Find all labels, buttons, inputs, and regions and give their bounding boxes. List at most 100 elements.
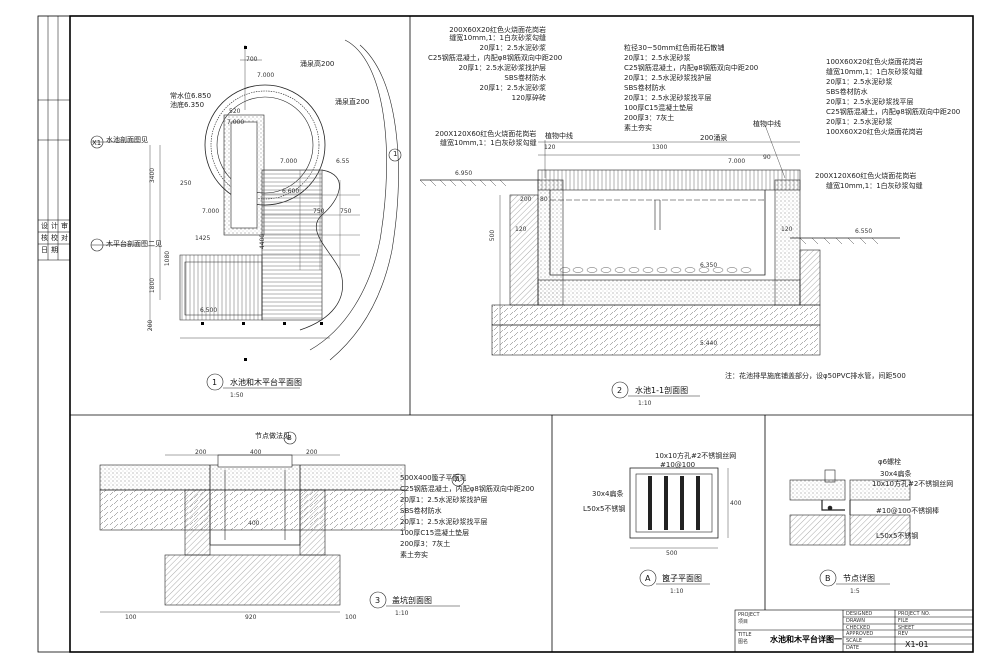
detail-scale: 1:5	[850, 588, 860, 595]
note-line: 20厚1：2.5水泥砂浆	[826, 78, 893, 86]
detail-note: φ6螺栓	[878, 458, 902, 466]
plan-ref-num: 1	[393, 150, 398, 158]
drain-title-num: 3	[375, 596, 381, 605]
tb-small: FILE	[898, 618, 909, 624]
detail-title: 节点详图	[843, 574, 875, 583]
section-left-note2: 200X120X60红色火烧面花岗岩	[435, 130, 537, 138]
detail-note: #10@100不锈钢棒	[876, 507, 940, 515]
note-line: SBS卷材防水	[400, 507, 442, 515]
plan-title: 水池和木平台平面图	[230, 378, 302, 387]
grate-title: 篦子平面图	[662, 574, 702, 583]
plan-section-b-ref: 木平台剖面图二见	[106, 240, 162, 248]
plan-dim: 200	[147, 319, 155, 332]
section-title: 水池1-1剖面图	[635, 386, 689, 395]
section-dim: 90	[763, 154, 771, 161]
plan-elev: 7.000	[202, 208, 220, 215]
sidebar-cell: 审	[61, 222, 68, 230]
section-plant-line2: 植物中线	[753, 120, 781, 128]
note-line: 20厚1：2.5水泥砂浆找护层	[458, 64, 547, 72]
plan-water-level: 常水位6.850	[170, 92, 212, 100]
grate-dim-w: 500	[666, 550, 678, 557]
plan-dim: 6,500	[200, 307, 218, 314]
tb-small: CHECKED	[846, 625, 871, 631]
note-line: 粒径30~50mm红色雨花石散铺	[624, 44, 725, 52]
sidebar-cell: 计	[51, 222, 58, 230]
section-note: 注：花池排旱施底铺盖部分，设φ50PVC排水管，间距500	[725, 372, 906, 380]
note-line: 20厚1：2.5水泥砂浆	[826, 118, 893, 126]
plan-dim: 3400	[149, 167, 157, 184]
tb-small: APPROVED	[846, 631, 874, 637]
grate-dim-h: 400	[730, 500, 742, 507]
section-dim: 1300	[652, 144, 668, 151]
note-line: SBS卷材防水	[624, 84, 666, 92]
sidebar-cell: 设	[41, 222, 48, 230]
section-elev: 5.440	[700, 340, 718, 347]
section-spray: 200涌泉	[700, 134, 728, 142]
drain-dim: 920	[245, 614, 257, 621]
tb-title-label: TITLE	[738, 632, 752, 638]
section-elev: 6.950	[455, 170, 473, 177]
section-left-notes: 200X60X20红色火烧面花岗岩 缝宽10mm,1：1白灰砂浆勾缝 20厚1：…	[428, 26, 563, 102]
note-line: C25钢筋混凝土，内配φ8钢筋双向中距200	[428, 54, 563, 62]
tb-drawing-title: 水池和木平台详图一	[770, 635, 842, 644]
plan-pool-bottom: 池底6.350	[170, 101, 205, 109]
note-line: 缝宽10mm,1：1白灰砂浆勾缝	[449, 34, 546, 42]
sidebar-cell: 核	[41, 234, 48, 242]
note-line: 100厚C15混凝土垫层	[400, 529, 470, 537]
note-line: 500X400篦子平面见	[400, 474, 467, 482]
node-detail-view	[789, 469, 911, 587]
note-line: 100X60X20红色火烧面花岗岩	[826, 128, 923, 136]
note-line: 缝宽10mm,1：1白灰砂浆勾缝	[826, 68, 923, 76]
grate-title-num: A	[645, 574, 651, 583]
drain-section-view	[99, 431, 465, 613]
drain-top-ref: B	[287, 434, 292, 442]
section-dim: 120	[515, 226, 527, 233]
tb-small: SHEET	[898, 625, 915, 631]
tb-small: REV	[898, 631, 909, 637]
note-line: SBS卷材防水	[504, 74, 546, 82]
tb-small: DATE	[846, 645, 860, 651]
section-dim: 120	[544, 144, 556, 151]
plan-dim: 1425	[195, 235, 211, 242]
drain-dim: 200	[306, 449, 318, 456]
plan-elev: 7.000	[257, 72, 275, 79]
tb-sheet-no: X1-01	[905, 640, 929, 649]
detail-note: L50x5不锈钢	[876, 532, 919, 540]
plan-dim: 750	[340, 208, 352, 215]
section-dim: 120	[781, 226, 793, 233]
note-line: 20厚1：2.5水泥砂浆	[479, 44, 547, 52]
drain-scale: 1:10	[395, 610, 409, 617]
note-line: 素土夯实	[400, 551, 428, 559]
plan-dim: 1800	[149, 277, 157, 294]
plan-spray-height: 涌泉高200	[300, 60, 335, 68]
plan-dim: 520	[229, 108, 241, 115]
drain-ref-a: A	[455, 476, 460, 484]
note-line: 120厚碎砖	[511, 94, 546, 102]
section-scale: 1:10	[638, 400, 652, 407]
detail-note: 30x4扁条	[880, 470, 912, 478]
plan-elev: 7.000	[280, 158, 298, 165]
plan-spray-dia: 涌泉直200	[335, 98, 370, 106]
note-line: 20厚1：2.5水泥砂浆找护层	[400, 496, 488, 504]
section-dim: 200	[520, 196, 532, 203]
plan-elev: 7.000	[227, 119, 245, 126]
note-line: 200厚3：7灰土	[400, 540, 451, 548]
plan-view	[90, 39, 402, 391]
plan-dim: 250	[180, 180, 192, 187]
section-right-note2: 200X120X60红色火烧面花岗岩	[815, 172, 917, 180]
plan-dim: 750	[313, 208, 325, 215]
section-right-note2: 缝宽10mm,1：1白灰砂浆勾缝	[826, 182, 923, 190]
plan-ref-sheet: X1	[92, 139, 102, 147]
grate-note: 10x10方孔#2不锈钢丝网	[655, 452, 737, 460]
section-center-notes: 粒径30~50mm红色雨花石散铺 20厚1：2.5水泥砂浆 C25钢筋混凝土，内…	[624, 44, 758, 132]
tb-small: DRAWN	[846, 618, 865, 624]
plan-section-a-ref: 水池剖面图见	[106, 136, 148, 144]
section-elev: 6.550	[855, 228, 873, 235]
tb-small: DESIGNED	[846, 611, 873, 617]
grate-scale: 1:10	[670, 588, 684, 595]
drain-notes: 500X400篦子平面见 C25钢筋混凝土，内配φ8钢筋双向中距200 20厚1…	[400, 474, 534, 559]
grate-plan-view	[629, 467, 729, 587]
note-line: C25钢筋混凝土，内配φ8钢筋双向中距200	[400, 485, 535, 493]
